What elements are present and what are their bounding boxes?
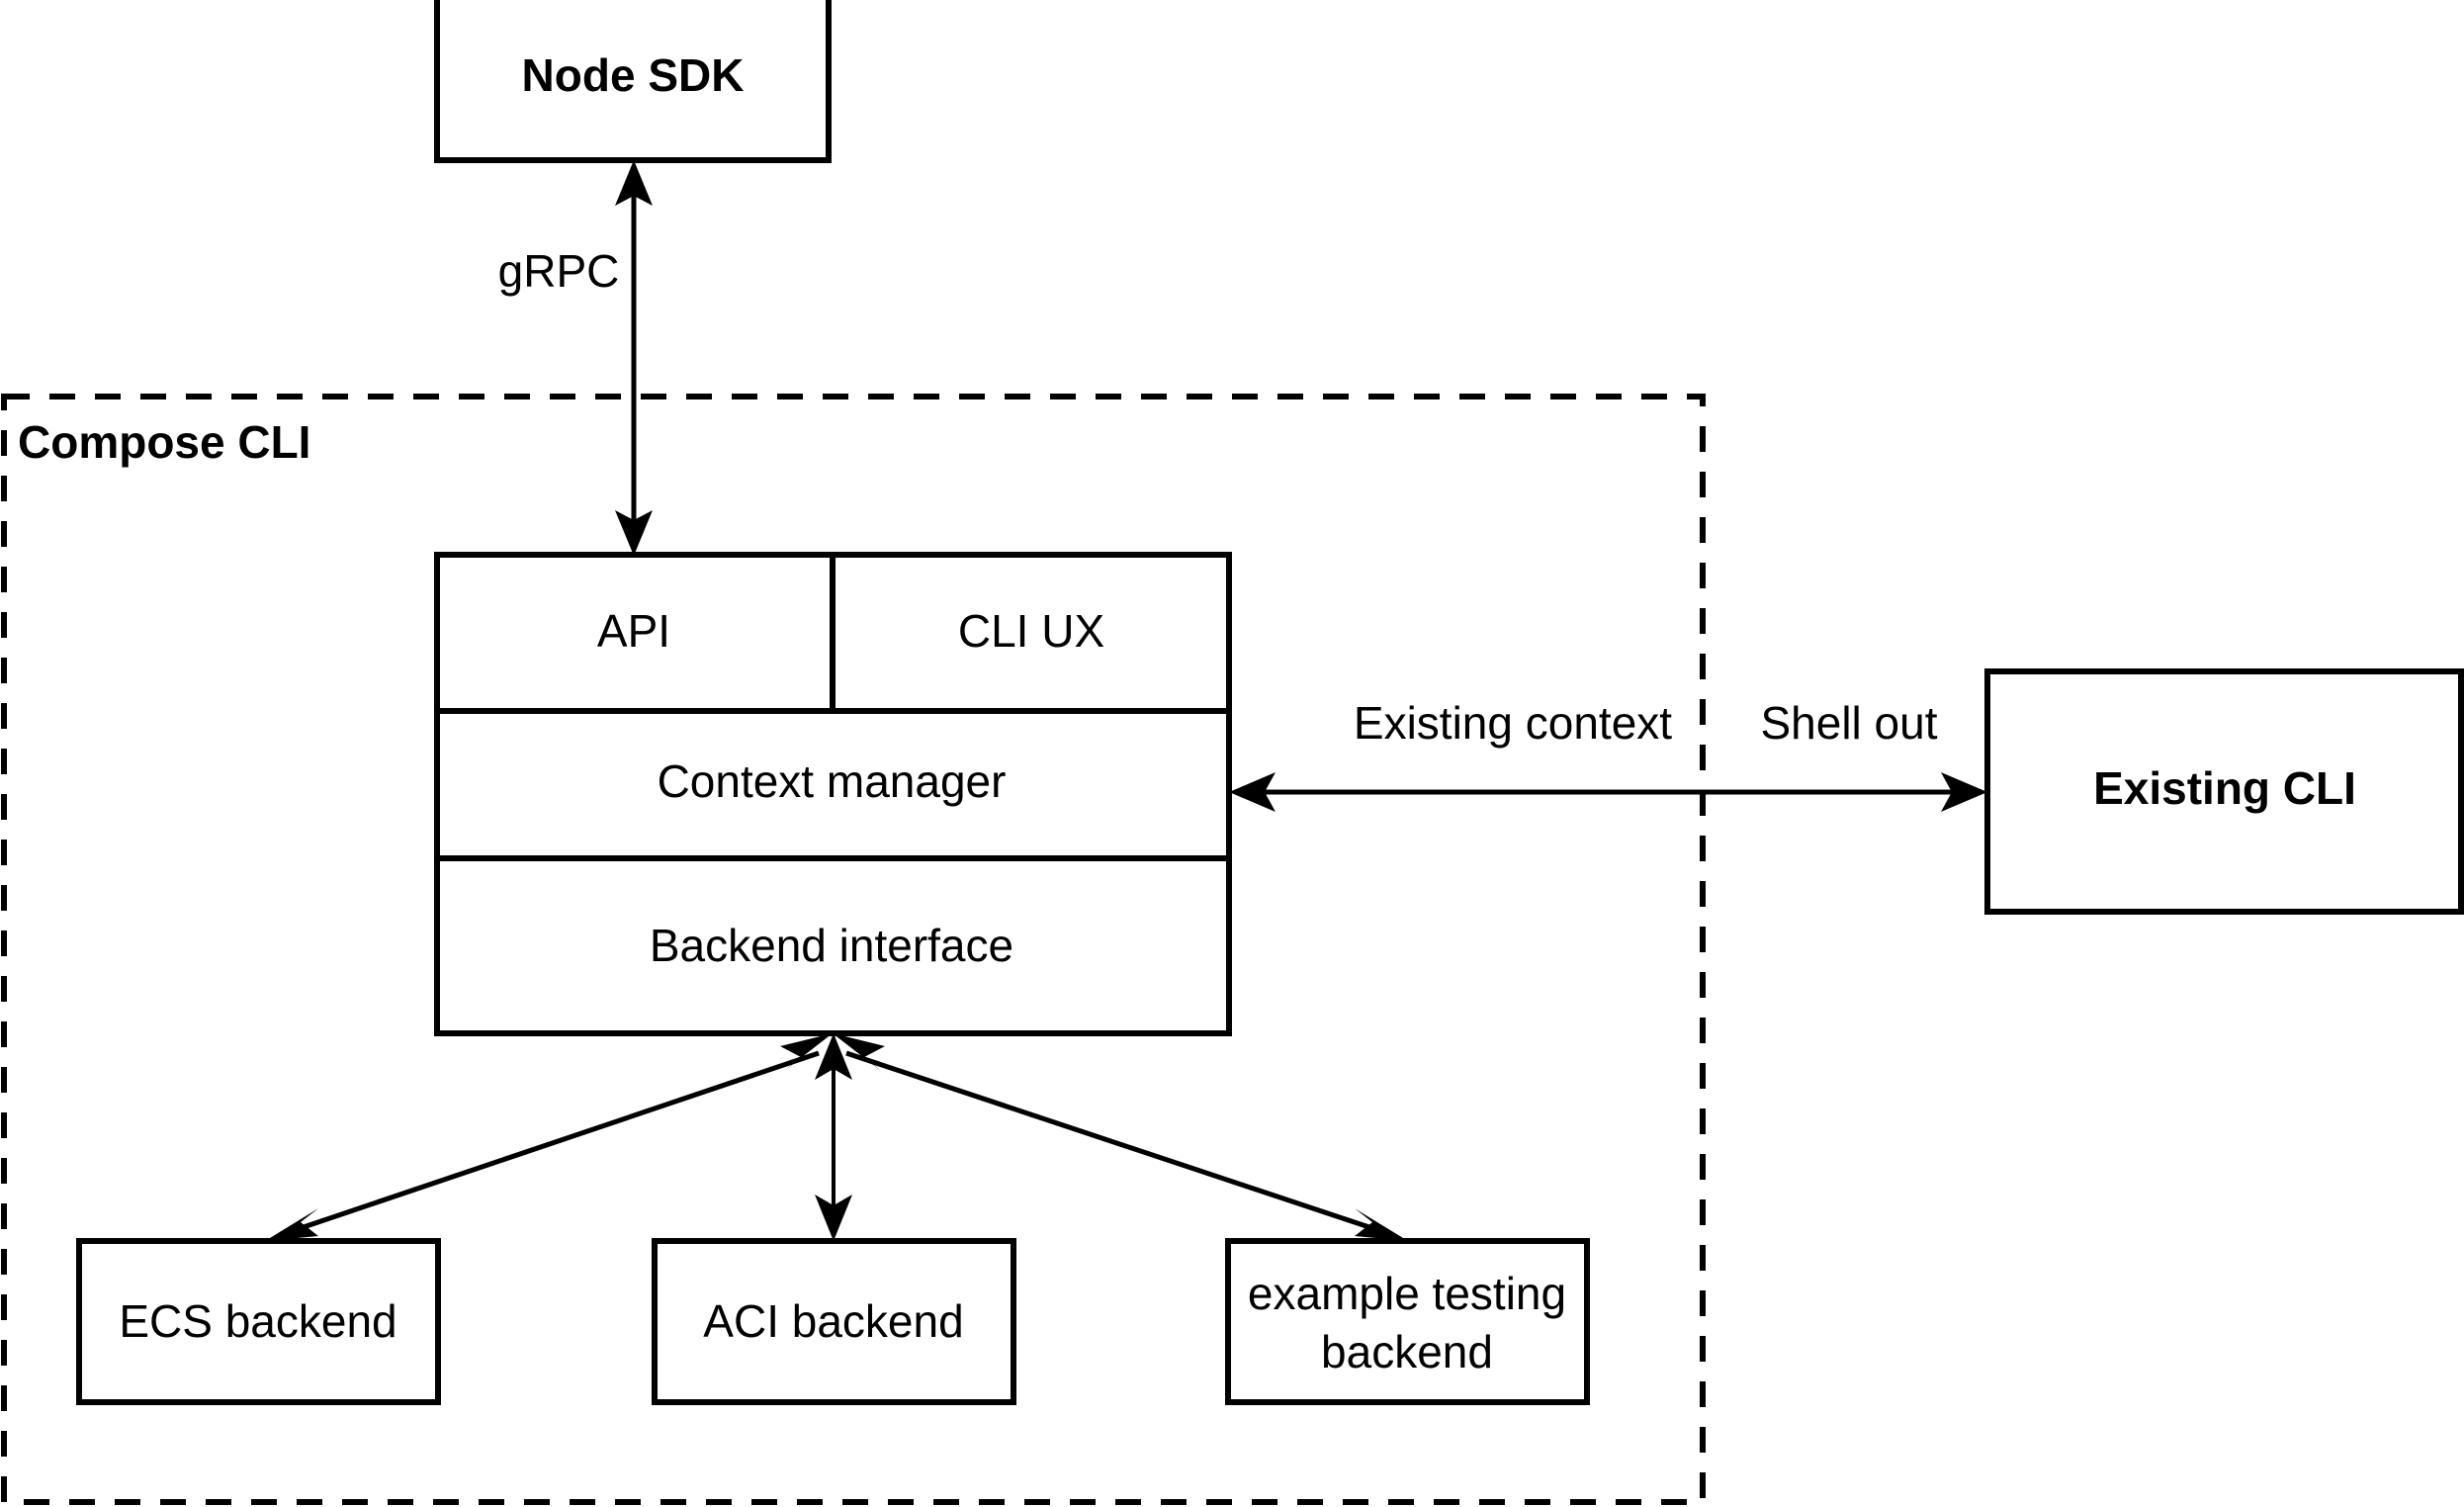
aci-backend-label: ACI backend (703, 1295, 963, 1347)
api-label: API (597, 605, 670, 657)
aci-arrowhead-hub (815, 1033, 852, 1080)
ecs-connector-line (288, 1050, 820, 1235)
compose-cli-group-border (1, 394, 1706, 1505)
grpc-arrowhead-up (615, 160, 653, 206)
aci-arrowhead-down (815, 1195, 852, 1241)
node-sdk-label: Node SDK (522, 49, 745, 101)
shell-out-arrowhead (1941, 772, 1987, 812)
compose-cli-group-label: Compose CLI (18, 416, 310, 468)
example-arrowhead-hub (833, 1033, 885, 1071)
ecs-arrowhead-hub (780, 1033, 833, 1071)
example-arrowhead-down (1355, 1208, 1408, 1241)
existing-context-arrowhead (1229, 772, 1276, 812)
grpc-arrowhead-down (615, 510, 653, 556)
existing-cli-box[interactable] (1984, 668, 2464, 915)
aci-backend-box[interactable] (652, 1238, 1016, 1405)
example-testing-backend-label-line1: example testing (1248, 1268, 1566, 1319)
example-testing-backend-box[interactable] (1225, 1238, 1590, 1405)
example-connector-line (845, 1050, 1385, 1235)
grpc-edge-label: gRPC (498, 245, 620, 297)
shell-out-edge-label: Shell out (1760, 697, 1937, 749)
example-testing-backend-label-line2: backend (1321, 1326, 1493, 1377)
context-manager-label: Context manager (658, 755, 1007, 807)
ecs-backend-box[interactable] (76, 1238, 441, 1405)
existing-cli-label: Existing CLI (2093, 762, 2356, 814)
cli-ux-label: CLI UX (958, 605, 1104, 657)
existing-context-edge-label: Existing context (1354, 697, 1672, 749)
ecs-backend-label: ECS backend (119, 1295, 396, 1347)
backend-interface-label: Backend interface (650, 920, 1013, 971)
ecs-arrowhead-down (265, 1208, 318, 1241)
node-sdk-box[interactable] (434, 0, 832, 163)
